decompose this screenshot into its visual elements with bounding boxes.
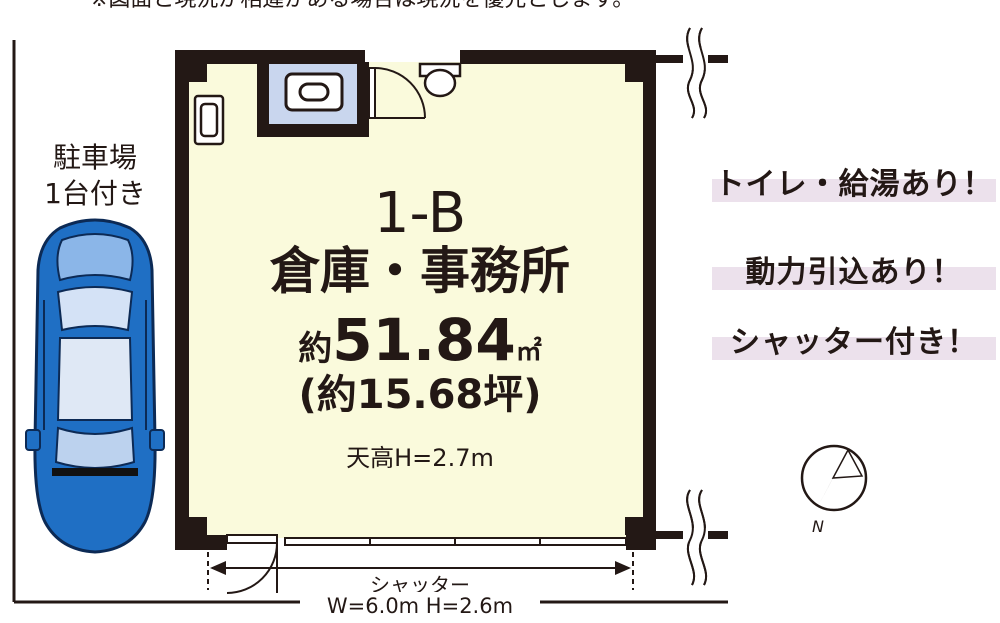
parking-label-line1: 駐車場 [53,141,137,174]
room-floor [188,62,644,538]
wall-column [189,517,207,535]
north-compass-icon [800,444,868,512]
wall-column [189,64,207,82]
toilet-door-icon [368,67,426,119]
entrance-door-icon [226,534,278,594]
parking-label-line2: 1台付き [44,177,146,210]
feature-power-supply: 動力引込あり！ [712,248,996,290]
shutter-size: W=6.0m H=2.6m [327,594,513,618]
toilet-room [257,62,369,137]
area-unit: ㎡ [516,336,542,367]
area-value: 51.84 [332,306,515,374]
feature-toilet-hotwater: トイレ・給湯あり！ [712,160,996,202]
wall-break-mark [686,27,708,586]
unit-id: 1-B [374,181,466,246]
shutter-opening [284,537,627,546]
walls [175,50,728,550]
wall-column [625,517,643,535]
wall-column [625,64,643,82]
unit-tsubo: (約15.68坪) [298,372,541,418]
sink-icon [193,94,225,146]
unit-area: 約51.84㎡ [298,306,541,374]
shutter-dimension [207,552,634,590]
car-icon [25,218,165,554]
area-prefix: 約 [298,329,332,369]
toilet-icon [418,62,462,98]
ceiling-height: 天高H=2.7m [346,444,494,472]
feature-shutter: シャッター付き！ [712,318,996,360]
compass-label: N [812,517,824,536]
top-note: ※図面と現況が相違がある場合は現況を優先とします。 [90,0,634,12]
unit-use: 倉庫・事務所 [269,242,570,300]
